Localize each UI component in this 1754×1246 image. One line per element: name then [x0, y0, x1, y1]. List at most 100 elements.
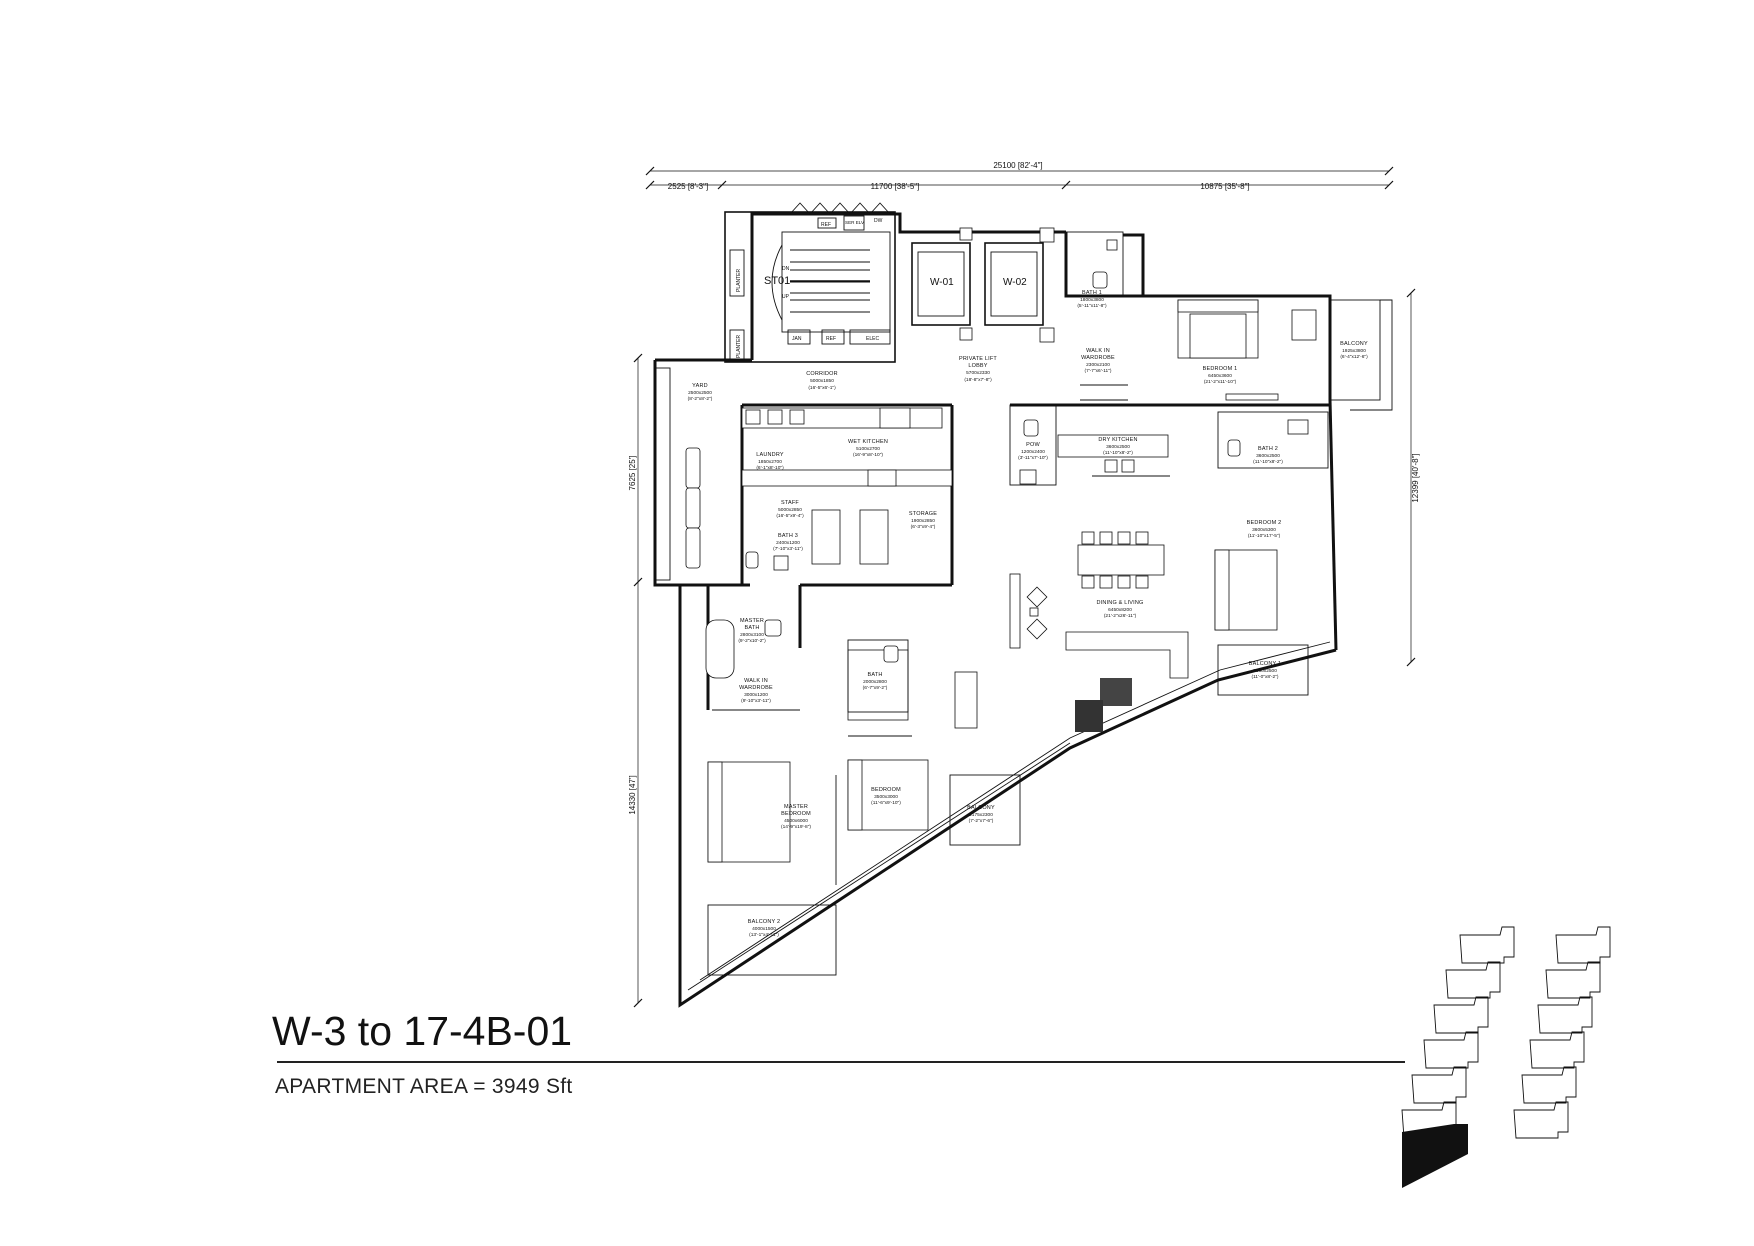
svg-text:(11'-10"x8'-2"): (11'-10"x8'-2"): [1103, 450, 1133, 456]
room-powder: POW 1200x2400 (3'-11"x7'-10"): [1018, 442, 1048, 461]
svg-text:MASTER: MASTER: [740, 618, 764, 624]
svg-text:(5'-11"x11'-8"): (5'-11"x11'-8"): [1077, 303, 1107, 309]
svg-text:3600x2500: 3600x2500: [1106, 444, 1130, 450]
svg-text:BALCONY 2: BALCONY 2: [748, 919, 781, 925]
svg-text:LOBBY: LOBBY: [968, 363, 987, 369]
svg-text:1200x2400: 1200x2400: [1021, 449, 1045, 455]
svg-text:YARD: YARD: [692, 383, 708, 389]
dim-overall-width: 25100 [82'-4"]: [993, 161, 1042, 170]
svg-text:BATH 1: BATH 1: [1082, 290, 1102, 296]
svg-text:(3'-11"x7'-10"): (3'-11"x7'-10"): [1018, 455, 1048, 461]
ref-label-top: REF: [821, 222, 831, 228]
svg-text:BATH: BATH: [744, 625, 759, 631]
svg-text:(16'-5"x6'-1"): (16'-5"x6'-1"): [808, 385, 836, 391]
apartment-area: APARTMENT AREA = 3949 Sft: [275, 1075, 573, 1098]
svg-text:1850x2700: 1850x2700: [758, 459, 782, 465]
room-walkin-1: WALK IN WARDROBE 2300x2100 (7'-7"x6'-11"…: [1081, 348, 1115, 374]
svg-text:(16'-9"x8'-10"): (16'-9"x8'-10"): [853, 452, 883, 458]
room-bedroom-mid: BEDROOM 3500x3000 (11'-6"x9'-10"): [871, 787, 901, 806]
svg-text:(11'-10"x17'-5"): (11'-10"x17'-5"): [1248, 533, 1281, 539]
room-bedroom2: BEDROOM 2 3600x5300 (11'-10"x17'-5"): [1247, 520, 1282, 539]
svg-text:5000x2850: 5000x2850: [778, 507, 802, 513]
svg-text:BALCONY: BALCONY: [1340, 341, 1368, 347]
svg-text:1900x2850: 1900x2850: [911, 518, 935, 524]
svg-text:(11'-10"x8'-2"): (11'-10"x8'-2"): [1253, 459, 1283, 465]
svg-text:WALK IN: WALK IN: [1086, 348, 1110, 354]
svg-text:(21'-2"x26'-11"): (21'-2"x26'-11"): [1104, 613, 1137, 619]
svg-text:3350x2500: 3350x2500: [1253, 668, 1277, 674]
room-balcony2: BALCONY 2 4000x1500 (13'-1"x4'-11"): [748, 919, 781, 938]
svg-text:4500x6000: 4500x6000: [784, 818, 808, 824]
title-divider: [277, 1061, 1405, 1063]
stair-up-label: UP: [782, 294, 790, 300]
room-laundry: LAUNDRY 1850x2700 (6'-1"x8'-10"): [756, 452, 784, 471]
room-bath2-top: BATH 2 3600x2500 (11'-10"x8'-2"): [1253, 446, 1283, 465]
svg-text:(18'-8"x7'-8"): (18'-8"x7'-8"): [964, 377, 992, 383]
room-balcony-top: BALCONY 1925x3800 (6'-4"x12'-6"): [1340, 341, 1368, 360]
key-plan-highlight: [1402, 1124, 1468, 1188]
svg-text:4000x1500: 4000x1500: [752, 926, 776, 932]
svg-text:(9'-2"x10'-2"): (9'-2"x10'-2"): [738, 638, 766, 644]
rug-1: [1100, 678, 1132, 706]
svg-text:6450x8200: 6450x8200: [1108, 607, 1132, 613]
room-corridor: CORRIDOR 5000x1850 (16'-5"x6'-1"): [806, 371, 837, 391]
svg-text:STAFF: STAFF: [781, 500, 799, 506]
svg-text:WALK IN: WALK IN: [744, 678, 768, 684]
svg-text:BEDROOM: BEDROOM: [781, 811, 811, 817]
svg-text:2175x2300: 2175x2300: [969, 812, 993, 818]
svg-text:2500x2500: 2500x2500: [688, 390, 712, 396]
svg-text:BEDROOM 2: BEDROOM 2: [1247, 520, 1282, 526]
room-bath-mid: BATH 2000x2800 (6'-7"x9'-2"): [863, 672, 888, 691]
lift-w02-label: W-02: [1003, 277, 1027, 288]
dim-right: 12399 [40'-8"]: [1411, 453, 1420, 502]
svg-text:(7'-7"x6'-11"): (7'-7"x6'-11"): [1084, 368, 1111, 374]
left-dimensions: 7625 [25'] 14330 [47']: [628, 353, 643, 1008]
svg-text:3600x5300: 3600x5300: [1252, 527, 1276, 533]
svg-text:3000x1200: 3000x1200: [744, 692, 768, 698]
stair-treads: [790, 249, 870, 313]
room-bath1: BATH 1 1800x3800 (5'-11"x11'-8"): [1077, 290, 1107, 309]
svg-text:(21'-2"x11'-10"): (21'-2"x11'-10"): [1204, 379, 1237, 385]
room-dining-living: DINING & LIVING 6450x8200 (21'-2"x26'-11…: [1096, 600, 1143, 619]
ref-label: REF: [826, 336, 836, 342]
svg-text:BATH: BATH: [867, 672, 882, 678]
svg-text:(6'-7"x9'-2"): (6'-7"x9'-2"): [863, 685, 888, 691]
stair-label: ST01: [764, 275, 790, 287]
svg-text:2800x3100: 2800x3100: [740, 632, 764, 638]
core: ST01 DN UP REF SER ELV DW PLANTER PLANTE…: [724, 202, 1055, 363]
svg-text:1800x3800: 1800x3800: [1080, 297, 1104, 303]
room-balcony1: BALCONY 1 3350x2500 (11'-0"x8'-2"): [1249, 661, 1281, 680]
elec-label: ELEC: [866, 336, 879, 342]
svg-text:WET KITCHEN: WET KITCHEN: [848, 439, 888, 445]
dim-seg-1: 2525 [8'-3"]: [668, 182, 708, 191]
room-storage: STORAGE 1900x2850 (6'-3"x9'-4"): [909, 511, 937, 530]
svg-text:(7'-10"x3'-11"): (7'-10"x3'-11"): [773, 546, 803, 552]
room-lift-lobby: PRIVATE LIFT LOBBY 5700x2330 (18'-8"x7'-…: [959, 356, 997, 383]
svg-text:6450x3600: 6450x3600: [1208, 373, 1232, 379]
room-staff: STAFF 5000x2850 (16'-5"x9'-4"): [776, 500, 804, 519]
room-bath3: BATH 3 2400x1200 (7'-10"x3'-11"): [773, 533, 803, 552]
svg-text:5000x1850: 5000x1850: [810, 378, 834, 384]
room-wet-kitchen: WET KITCHEN 5100x2700 (16'-9"x8'-10"): [848, 439, 888, 458]
room-labels: CORRIDOR 5000x1850 (16'-5"x6'-1") PRIVAT…: [688, 290, 1368, 938]
svg-text:(8'-2"x8'-2"): (8'-2"x8'-2"): [688, 396, 713, 402]
dim-left-lower: 14330 [47']: [628, 775, 637, 814]
svg-text:LAUNDRY: LAUNDRY: [756, 452, 784, 458]
wardrobe-hatch: [712, 475, 1170, 737]
room-master-bath: MASTER BATH 2800x3100 (9'-2"x10'-2"): [738, 618, 766, 644]
room-walkin-master: WALK IN WARDROBE 3000x1200 (9'-10"x3'-11…: [739, 678, 773, 704]
svg-text:3600x2500: 3600x2500: [1256, 453, 1280, 459]
plan-title: W-3 to 17-4B-01: [272, 1008, 573, 1054]
lift-w01-label: W-01: [930, 277, 954, 288]
svg-text:(6'-1"x8'-10"): (6'-1"x8'-10"): [756, 465, 784, 471]
svg-text:(7'-2"x7'-6"): (7'-2"x7'-6"): [969, 818, 994, 824]
room-yard: YARD 2500x2500 (8'-2"x8'-2"): [688, 383, 713, 402]
svg-text:BATH 2: BATH 2: [1258, 446, 1278, 452]
wardrobe-rail-1: [1080, 384, 1128, 401]
svg-text:WARDROBE: WARDROBE: [739, 685, 773, 691]
svg-text:1925x3800: 1925x3800: [1342, 348, 1366, 354]
dw-label: DW: [874, 218, 883, 224]
dim-seg-2: 11700 [38'-5"]: [871, 182, 920, 191]
